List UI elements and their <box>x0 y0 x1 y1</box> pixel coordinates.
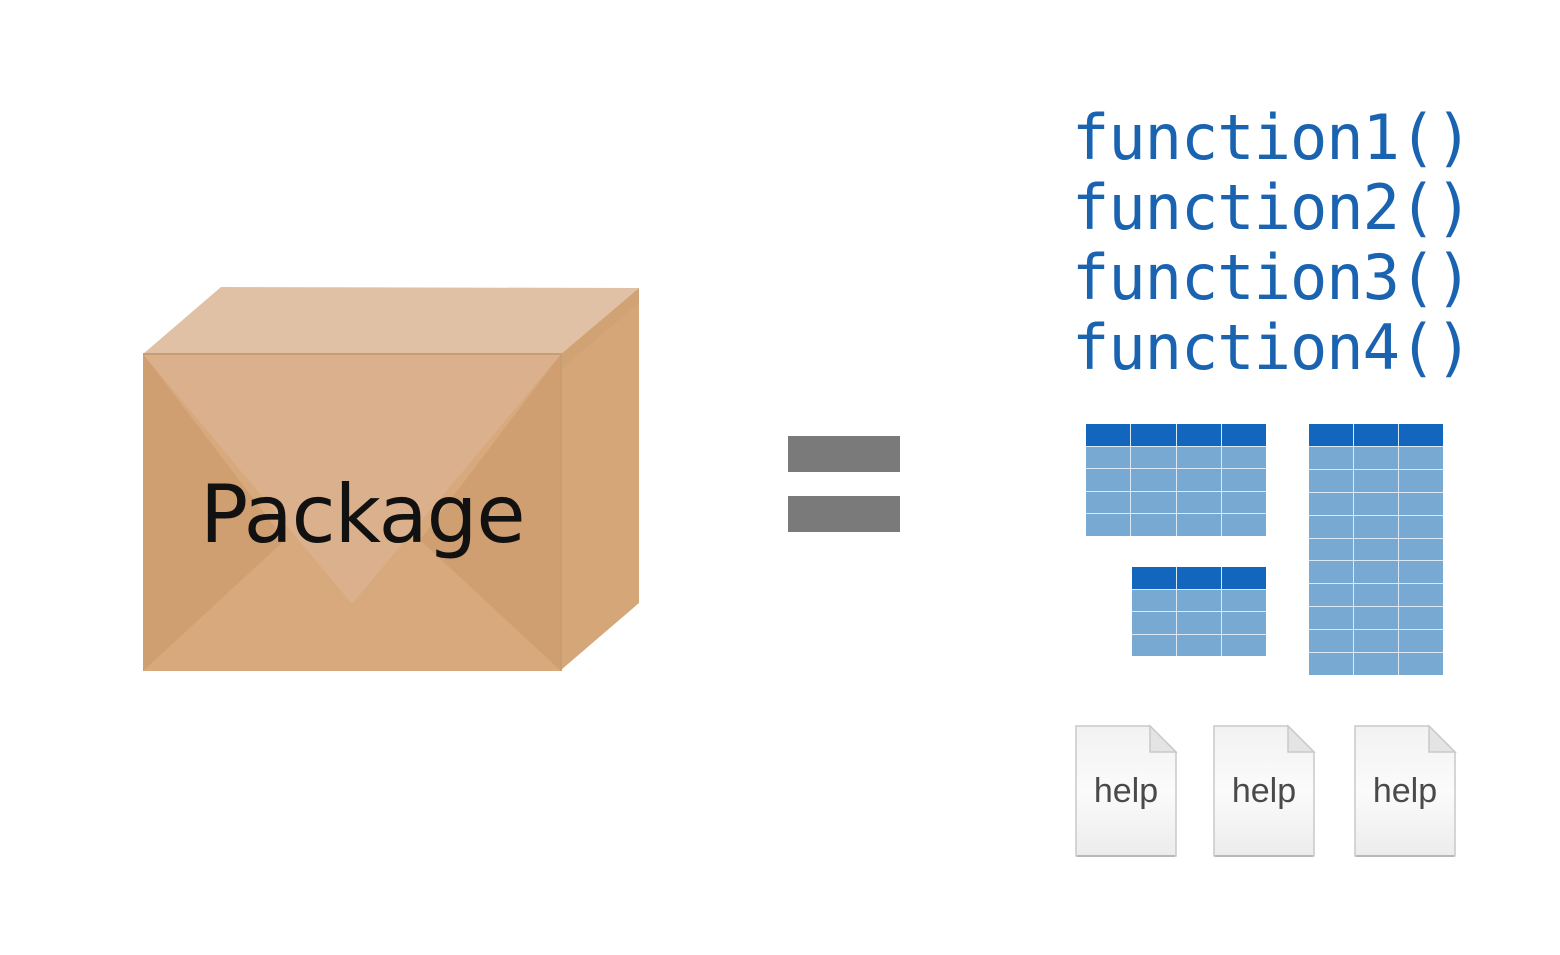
table-cell <box>1309 492 1353 515</box>
package-side-shadow <box>561 288 639 369</box>
table-cell <box>1131 514 1176 536</box>
data-table-wide <box>1086 424 1266 536</box>
data-table-small <box>1132 567 1266 656</box>
table-cell <box>1086 469 1131 491</box>
table-cell <box>1221 469 1266 491</box>
package-side-face <box>561 288 639 670</box>
table-header-cell <box>1131 424 1176 446</box>
table-cell <box>1354 584 1398 607</box>
table-cell <box>1399 515 1443 538</box>
package-edge <box>143 353 562 671</box>
table-cell <box>1354 446 1398 469</box>
table-cell <box>1354 607 1398 630</box>
equals-bottom-bar <box>788 496 900 532</box>
table-cell <box>1131 446 1176 469</box>
table-cell <box>1221 446 1266 469</box>
table-cell <box>1354 630 1398 653</box>
table-cell <box>1176 446 1221 469</box>
package-left-flap <box>143 354 285 671</box>
table-cell <box>1354 469 1398 492</box>
table-cell <box>1354 561 1398 584</box>
function-item: function1() <box>1072 101 1473 174</box>
table-cell <box>1132 589 1176 611</box>
package-label: Package <box>200 468 526 561</box>
package-top-flap <box>143 354 561 604</box>
table-cell <box>1221 491 1266 514</box>
table-cell <box>1086 514 1131 536</box>
help-label: help <box>1093 772 1159 810</box>
table-header-cell <box>1177 567 1221 589</box>
table-cell <box>1309 630 1353 653</box>
table-header-cell <box>1309 424 1353 446</box>
table-cell <box>1176 469 1221 491</box>
table-header-cell <box>1132 567 1176 589</box>
table-cell <box>1132 612 1176 634</box>
table-cell <box>1399 469 1443 492</box>
table-cell <box>1309 607 1353 630</box>
table-cell <box>1354 515 1398 538</box>
table-cell <box>1222 589 1266 611</box>
help-document-icon: help <box>1074 724 1178 858</box>
help-document-icon: help <box>1353 724 1457 858</box>
equals-top-bar <box>788 436 900 472</box>
table-header-cell <box>1354 424 1398 446</box>
table-cell <box>1086 491 1131 514</box>
table-cell <box>1309 584 1353 607</box>
table-cell <box>1222 612 1266 634</box>
table-cell <box>1132 634 1176 656</box>
table-cell <box>1309 469 1353 492</box>
table-cell <box>1399 653 1443 675</box>
table-cell <box>1176 514 1221 536</box>
table-cell <box>1221 514 1266 536</box>
function-list: function1() function2() function3() func… <box>1072 101 1473 384</box>
table-cell <box>1399 630 1443 653</box>
table-cell <box>1222 634 1266 656</box>
table-cell <box>1086 446 1131 469</box>
table-cell <box>1176 491 1221 514</box>
table-cell <box>1131 491 1176 514</box>
data-table-tall <box>1309 424 1443 675</box>
table-cell <box>1399 584 1443 607</box>
table-cell <box>1399 561 1443 584</box>
help-document-icon: help <box>1212 724 1316 858</box>
table-cell <box>1177 634 1221 656</box>
table-cell <box>1309 561 1353 584</box>
table-header-cell <box>1222 567 1266 589</box>
table-header-cell <box>1221 424 1266 446</box>
help-label: help <box>1231 772 1297 810</box>
function-item: function3() <box>1072 241 1473 314</box>
table-cell <box>1177 589 1221 611</box>
table-cell <box>1399 492 1443 515</box>
table-cell <box>1399 538 1443 561</box>
table-cell <box>1354 492 1398 515</box>
package-right-flap <box>420 354 561 671</box>
function-item: function4() <box>1072 311 1473 384</box>
table-header-cell <box>1399 424 1443 446</box>
table-cell <box>1131 469 1176 491</box>
table-cell <box>1309 653 1353 675</box>
table-header-cell <box>1176 424 1221 446</box>
function-item: function2() <box>1072 171 1473 244</box>
table-cell <box>1309 515 1353 538</box>
help-label: help <box>1372 772 1438 810</box>
package-top-face <box>143 287 639 354</box>
table-cell <box>1399 446 1443 469</box>
table-cell <box>1399 607 1443 630</box>
table-cell <box>1177 612 1221 634</box>
table-cell <box>1309 538 1353 561</box>
table-cell <box>1354 538 1398 561</box>
table-cell <box>1309 446 1353 469</box>
table-cell <box>1354 653 1398 675</box>
table-header-cell <box>1086 424 1131 446</box>
